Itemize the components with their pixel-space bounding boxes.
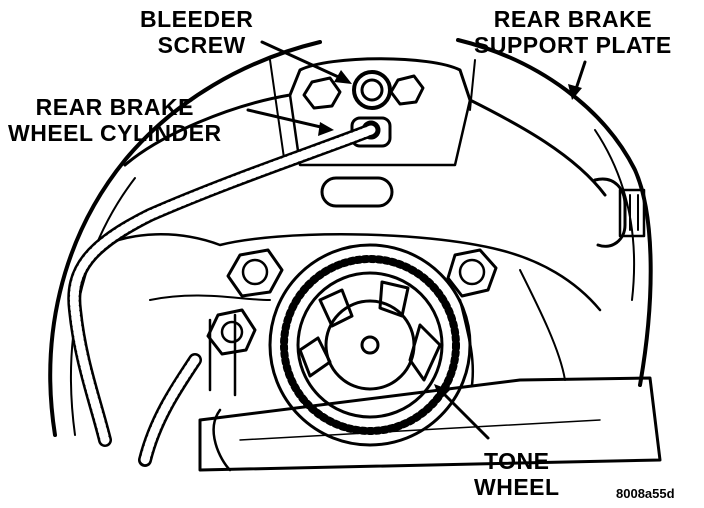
mounting-bolt-lower-left: [206, 308, 257, 356]
bleeder-screw-label: BLEEDER SCREW: [140, 6, 253, 58]
support-plate-label-line1: REAR BRAKE: [493, 6, 653, 32]
tone-wheel-graphic: [268, 243, 472, 447]
tone-wheel-arrow: [434, 384, 490, 440]
support-plate-boss: [123, 57, 607, 208]
figure-id: 8008a55d: [616, 486, 675, 501]
wheel-cylinder-label-line1: REAR BRAKE: [35, 94, 194, 120]
mounting-bolt-left: [226, 248, 284, 298]
bleeder-screw-label-line1: BLEEDER: [140, 6, 254, 32]
brake-line: [67, 123, 378, 447]
wheel-cylinder-arrow: [246, 108, 334, 136]
support-plate-arrow: [568, 60, 587, 100]
rear-brake-support-plate-label: REAR BRAKE SUPPORT PLATE: [474, 6, 672, 58]
tone-wheel-label-line1: TONE: [484, 448, 550, 474]
wheel-cylinder-label-line2: WHEEL CYLINDER: [8, 120, 222, 146]
support-plate-label-line2: SUPPORT PLATE: [474, 32, 672, 58]
mounting-bolt-right: [446, 248, 498, 298]
right-connector: [593, 177, 646, 248]
rear-brake-wheel-cylinder-label: REAR BRAKE WHEEL CYLINDER: [8, 94, 222, 146]
bleeder-screw-arrow: [260, 40, 352, 84]
tone-wheel-label-line2: WHEEL: [474, 474, 560, 500]
tone-wheel-label: TONE WHEEL: [474, 448, 560, 500]
sensor-harness: [138, 353, 202, 467]
bleeder-screw-label-line2: SCREW: [157, 32, 246, 58]
